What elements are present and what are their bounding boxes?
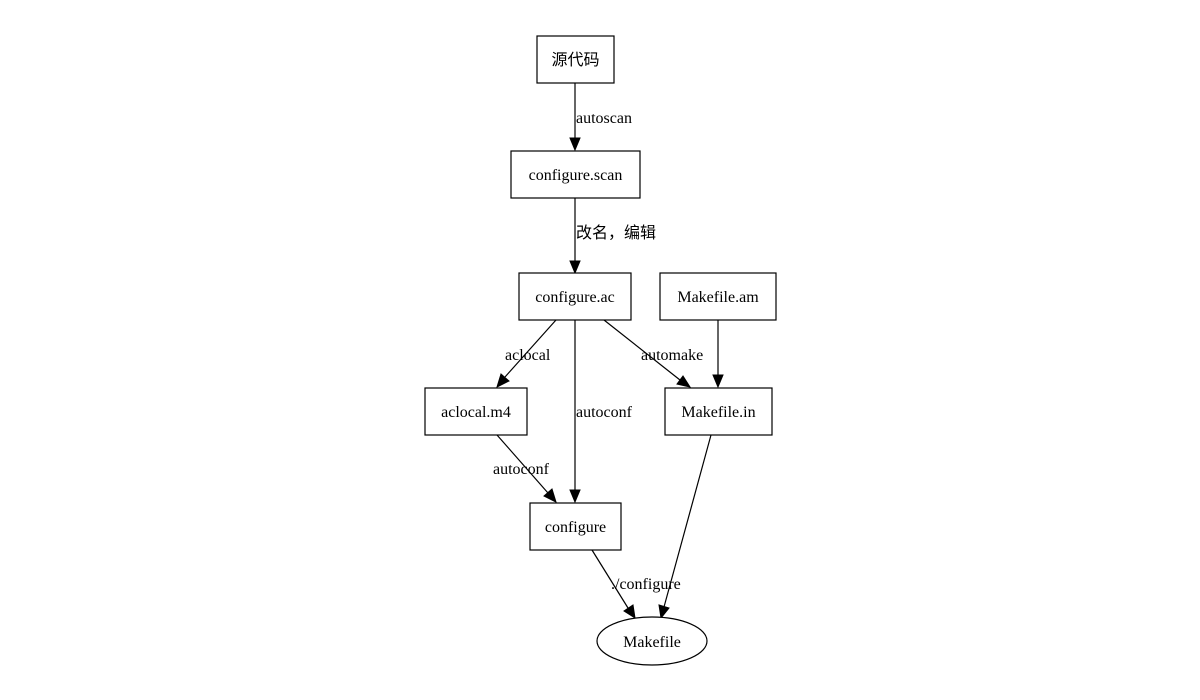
arrow-head	[543, 488, 557, 503]
edge-am-to-makefile-in	[712, 320, 724, 389]
node-configure-ac: configure.ac	[518, 272, 632, 321]
edge-label-run-configure: ./configure	[611, 576, 681, 593]
edge-aclocal-to-configure: autoconf	[493, 434, 557, 503]
edge-ac-to-makefile-in: automake	[603, 319, 703, 388]
node-makefile: Makefile	[596, 616, 708, 666]
edge-source-to-scan: autoscan	[569, 83, 632, 152]
edge-label-autoconf-aclocal: autoconf	[493, 461, 550, 478]
edge-label-autoscan: autoscan	[576, 110, 632, 127]
svg-text:configure.ac: configure.ac	[535, 289, 615, 306]
arrow-head	[496, 373, 510, 388]
node-makefile-in: Makefile.in	[664, 387, 773, 436]
svg-text:configure: configure	[545, 519, 606, 536]
arrow-head	[676, 375, 692, 388]
arrow-head	[658, 604, 670, 620]
edge-label-rename-edit: 改名，编辑	[576, 224, 656, 242]
svg-text:Makefile.am: Makefile.am	[677, 289, 759, 306]
node-makefile-am: Makefile.am	[659, 272, 777, 321]
edge-label-automake: automake	[641, 347, 703, 364]
edge-ac-to-configure: autoconf	[569, 320, 633, 504]
svg-text:configure.scan: configure.scan	[529, 167, 623, 184]
node-configure: configure	[529, 502, 622, 551]
node-configure-scan: configure.scan	[510, 150, 641, 199]
edge-scan-to-ac: 改名，编辑	[569, 198, 656, 275]
edge-configure-to-makefile: ./configure	[591, 549, 681, 620]
node-aclocal-m4: aclocal.m4	[424, 387, 528, 436]
edge-label-aclocal: aclocal	[505, 347, 551, 364]
svg-text:aclocal.m4: aclocal.m4	[441, 404, 511, 421]
arrow-head	[712, 374, 724, 389]
svg-text:Makefile.in: Makefile.in	[681, 404, 755, 421]
svg-text:源代码: 源代码	[551, 51, 599, 69]
arrow-head	[569, 489, 581, 504]
arrow-head	[569, 137, 581, 152]
edge-makefile-in-to-makefile	[658, 434, 712, 620]
svg-text:Makefile: Makefile	[623, 634, 681, 651]
edge-label-autoconf-main: autoconf	[576, 404, 633, 421]
arrow-head	[569, 260, 581, 275]
node-source-code: 源代码	[536, 35, 615, 84]
arrow-head	[623, 604, 636, 620]
edge-ac-to-aclocal: aclocal	[496, 319, 557, 388]
